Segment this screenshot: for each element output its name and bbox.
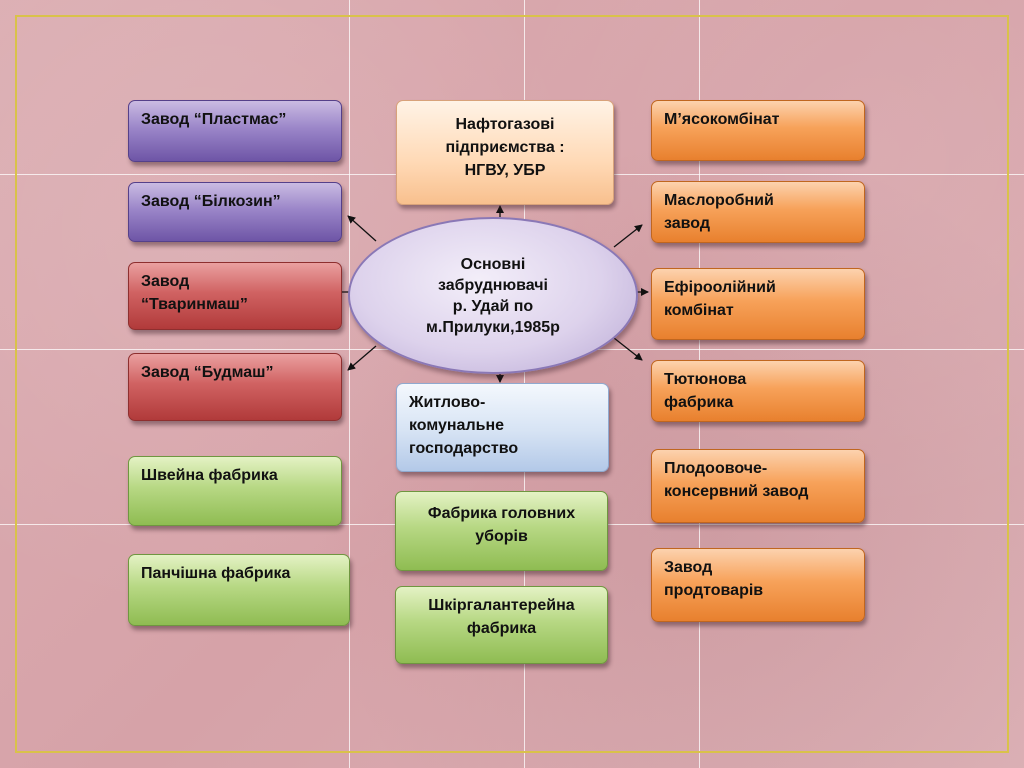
cannery-box: Плодоовоче- консервний завод	[651, 449, 865, 523]
main-pollutants-ellipse: Основні забруднювачі р. Удай по м.Прилук…	[348, 217, 638, 374]
bilkozyn-plant-box: Завод “Білкозин”	[128, 182, 342, 242]
meat-plant-box: М’ясокомбінат	[651, 100, 865, 161]
tvarynmash-plant-box: Завод “Тваринмаш”	[128, 262, 342, 330]
arrow-to-maslorobnyi	[613, 224, 643, 248]
slide-frame	[15, 15, 1009, 753]
grid-line-vertical	[349, 0, 350, 768]
arrow-to-tiutiunova	[613, 337, 643, 361]
food-products-plant-box: Завод продтоварів	[651, 548, 865, 622]
leather-goods-factory-box: Шкіргалантерейна фабрика	[395, 586, 608, 664]
hosiery-factory-box: Панчішна фабрика	[128, 554, 350, 626]
main-pollutants-title: Основні забруднювачі р. Удай по м.Прилук…	[426, 255, 560, 336]
headwear-factory-box: Фабрика головних уборів	[395, 491, 608, 571]
butter-plant-box: Маслоробний завод	[651, 181, 865, 243]
essential-oil-plant-box: Ефіроолійний комбінат	[651, 268, 865, 340]
housing-utilities-box: Житлово- комунальне господарство	[396, 383, 609, 472]
arrow-to-budmash	[347, 345, 377, 371]
budmash-plant-box: Завод “Будмаш”	[128, 353, 342, 421]
tobacco-factory-box: Тютюнова фабрика	[651, 360, 865, 422]
oil-gas-enterprises-box: Нафтогазові підприємства : НГВУ, УБР	[396, 100, 614, 205]
plastmas-plant-box: Завод “Пластмас”	[128, 100, 342, 162]
arrow-to-bilkozyn	[347, 215, 377, 242]
sewing-factory-box: Швейна фабрика	[128, 456, 342, 526]
